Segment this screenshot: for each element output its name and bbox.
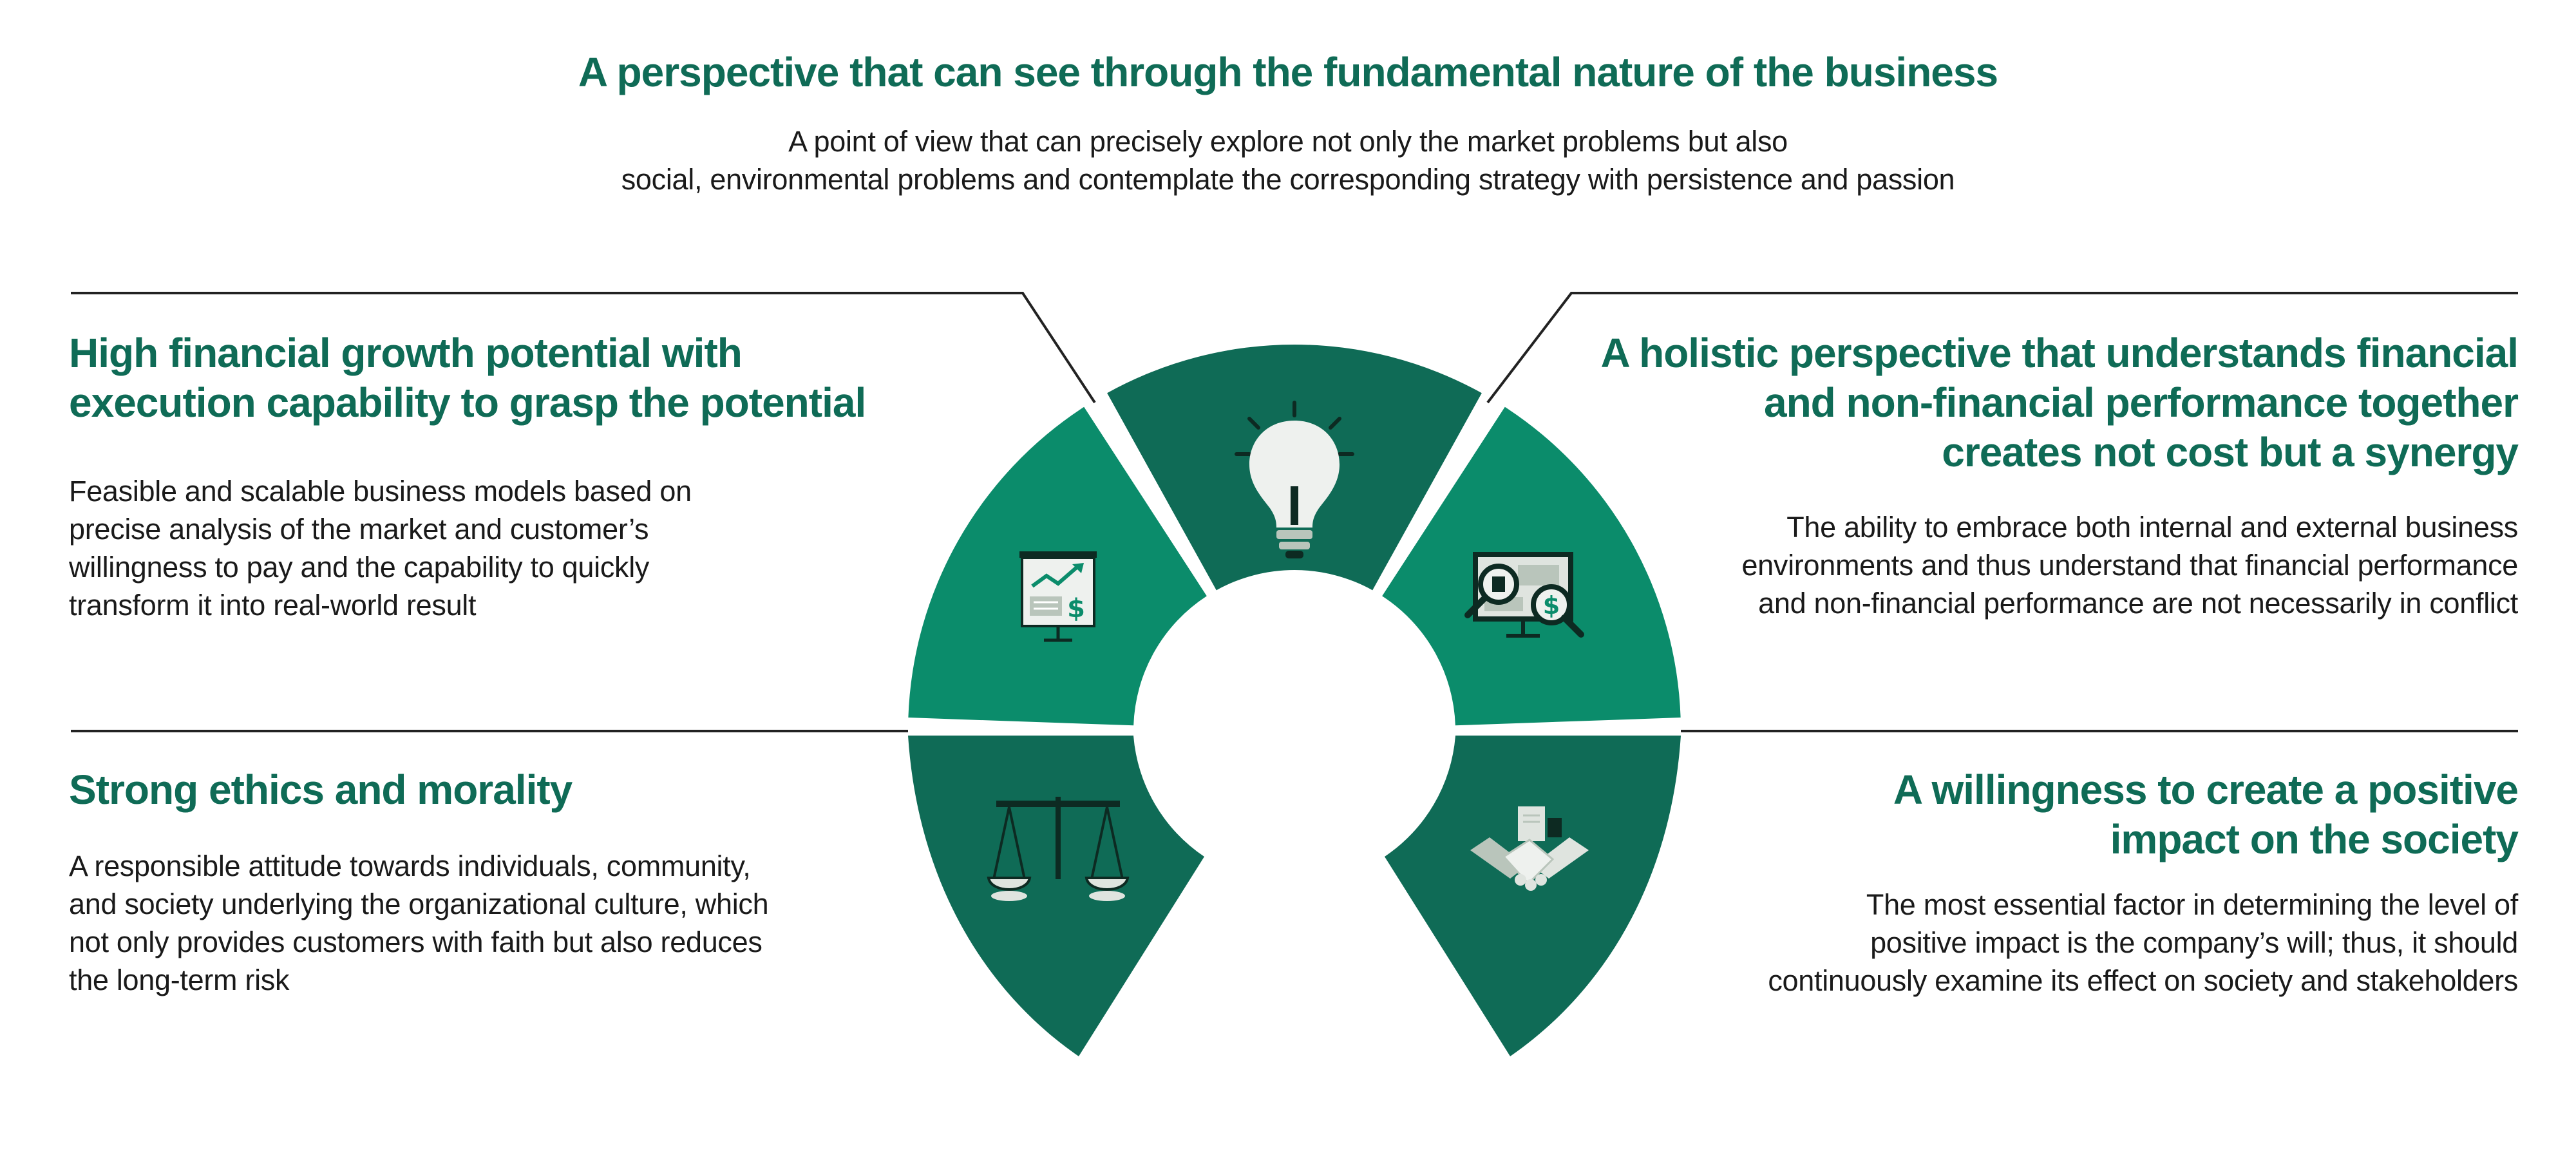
impact-description: The most essential factor in determining… xyxy=(1768,888,2518,997)
top-description: A point of view that can precisely explo… xyxy=(621,125,1955,196)
analysis-monitor-icon: $ xyxy=(1464,552,1584,638)
impact-title: A willingness to create a positive impac… xyxy=(1893,766,2519,862)
connector-line-top-right xyxy=(1486,292,2518,404)
connector-line-top-left xyxy=(71,292,1096,404)
balance-scale-icon xyxy=(987,797,1130,901)
growth-title: High financial growth potential with exe… xyxy=(69,330,866,426)
ethics-title: Strong ethics and morality xyxy=(69,766,573,813)
ethics-description: A responsible attitude towards individua… xyxy=(69,850,769,996)
growth-chart-board-icon: $ xyxy=(1019,551,1097,642)
lightbulb-icon xyxy=(1235,401,1354,558)
holistic-title: A holistic perspective that understands … xyxy=(1600,330,2519,475)
handshake-icon xyxy=(1470,806,1589,891)
top-title: A perspective that can see through the f… xyxy=(578,49,1998,95)
holistic-description: The ability to embrace both internal and… xyxy=(1741,511,2518,620)
svg-text:$: $ xyxy=(1543,591,1560,620)
segment-impact xyxy=(1385,736,1681,1056)
segment-ethics xyxy=(908,736,1204,1056)
svg-text:$: $ xyxy=(1067,594,1085,623)
growth-description: Feasible and scalable business models ba… xyxy=(69,475,692,622)
